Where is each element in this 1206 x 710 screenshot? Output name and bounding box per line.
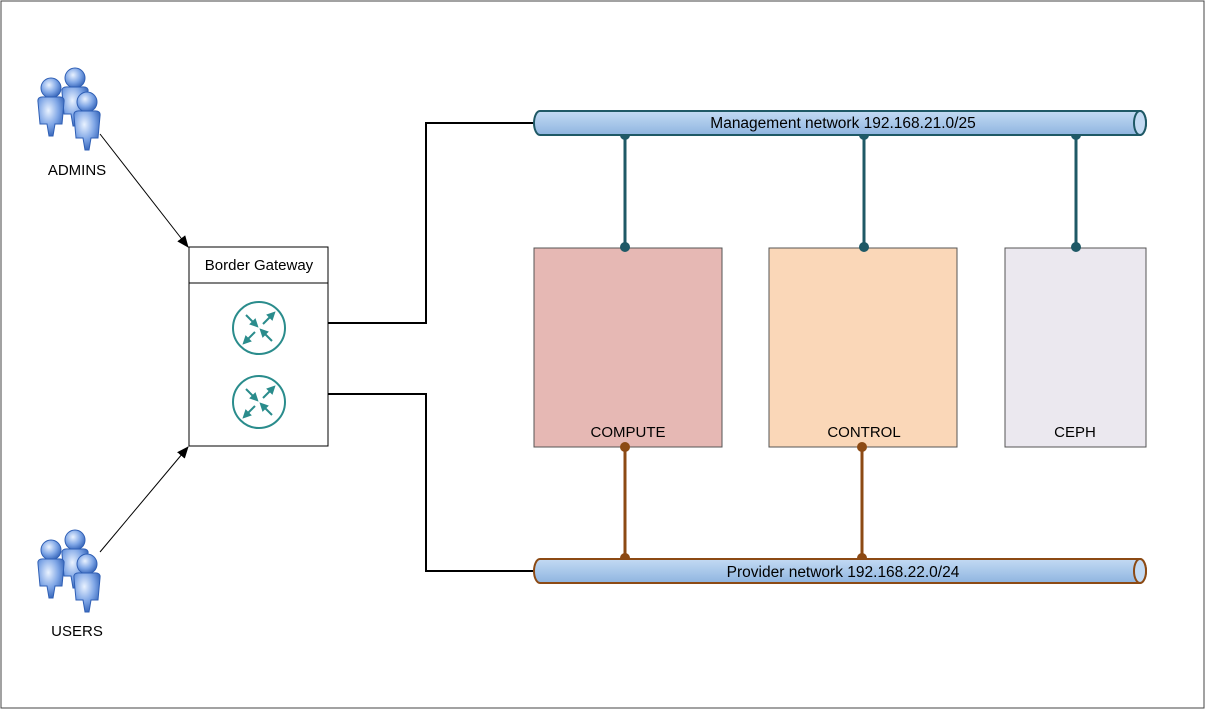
control-label: CONTROL [827, 424, 900, 441]
users-label: USERS [51, 623, 103, 640]
control-node: CONTROL [768, 247, 958, 448]
border-gateway: Border Gateway [188, 246, 329, 447]
gateway-provider-link [328, 393, 536, 572]
provider-network-label: Provider network 192.168.22.0/24 [727, 564, 960, 581]
compute-label: COMPUTE [591, 424, 666, 441]
users-arrow [99, 446, 189, 553]
management-network-label: Management network 192.168.21.0/25 [710, 115, 975, 132]
admins-label: ADMINS [48, 162, 106, 179]
ceph-node: CEPH [1004, 247, 1147, 448]
provider-network-pipe: Provider network 192.168.22.0/24 [533, 558, 1147, 584]
admins-group: ADMINS [38, 68, 106, 179]
users-group: USERS [38, 530, 103, 640]
admins-arrow [99, 133, 189, 248]
management-network-pipe: Management network 192.168.21.0/25 [533, 110, 1147, 136]
gateway-title: Border Gateway [205, 257, 314, 274]
router-icon [232, 301, 286, 355]
gateway-management-link [328, 122, 536, 324]
router-icon [232, 375, 286, 429]
compute-node: COMPUTE [533, 247, 723, 448]
ceph-label: CEPH [1054, 424, 1096, 441]
